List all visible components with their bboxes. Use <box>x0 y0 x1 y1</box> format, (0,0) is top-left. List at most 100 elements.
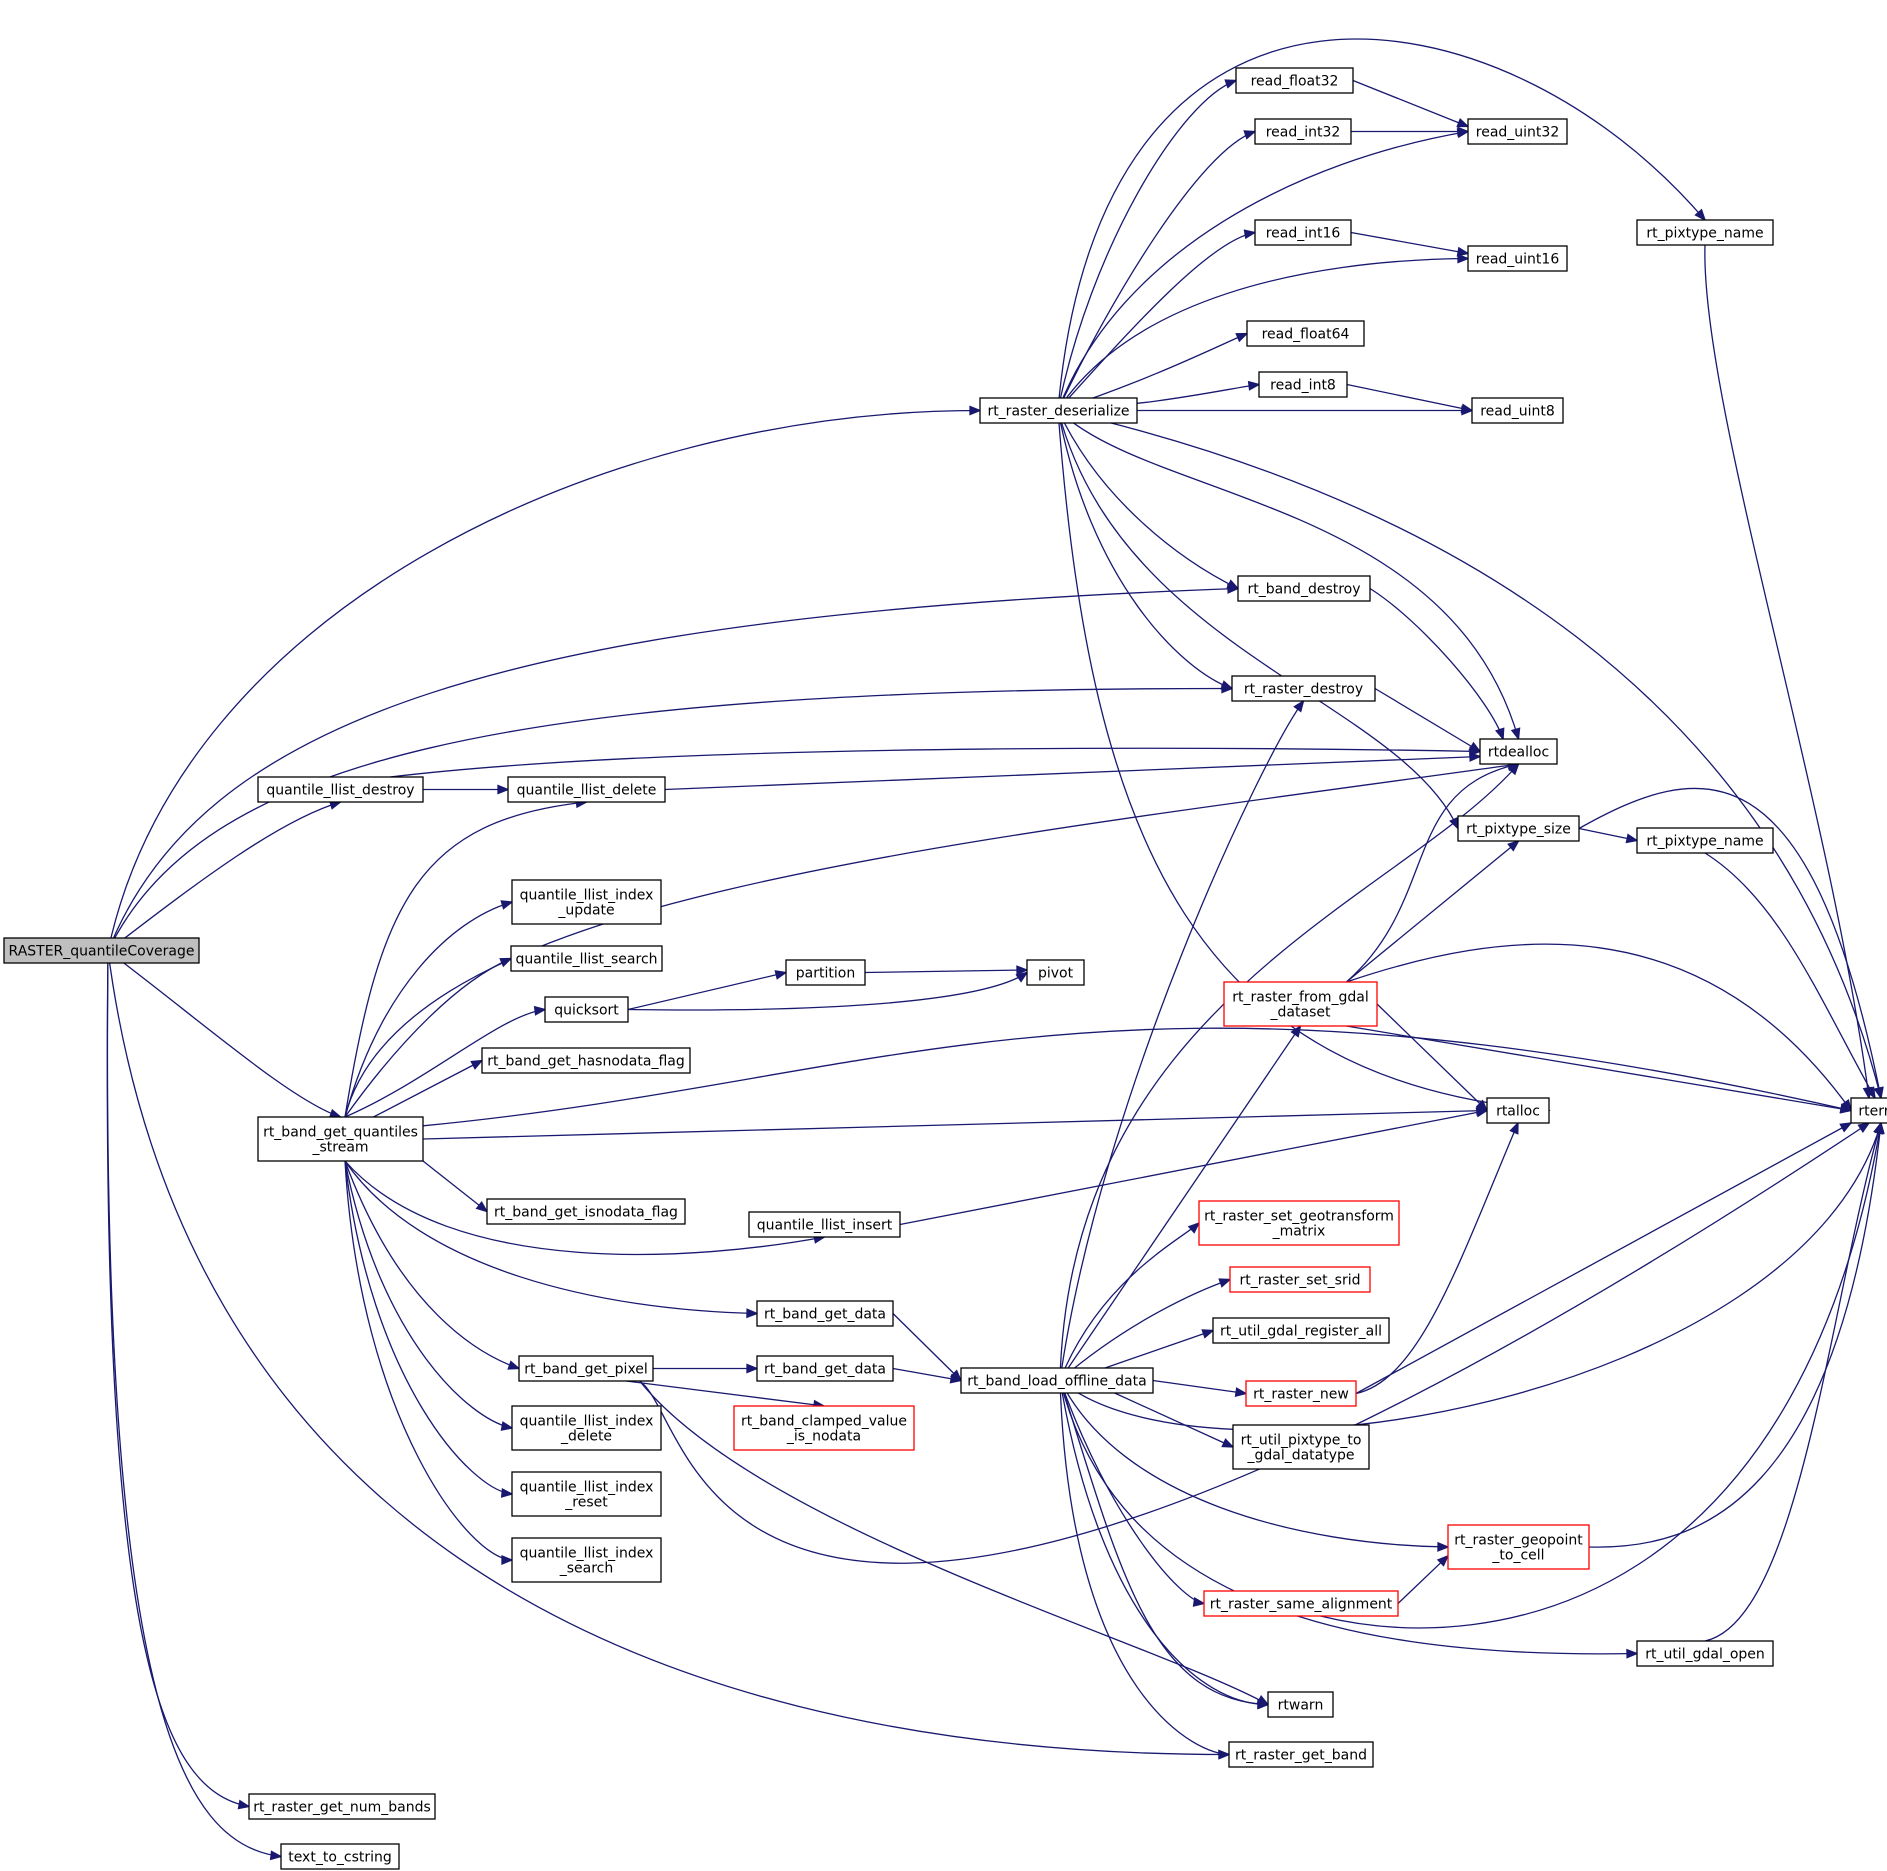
call-edge <box>627 970 788 1011</box>
node-rt-raster-deserialize[interactable]: rt_raster_deserialize <box>979 397 1138 424</box>
node-quantile-llist-index-search[interactable]: quantile_llist_index_search <box>511 1537 662 1583</box>
call-edge-line <box>389 747 1481 778</box>
node-rt-band-clamped-value-is-nodata[interactable]: rt_band_clamped_value_is_nodata <box>733 1405 915 1451</box>
call-edge <box>1320 1121 1885 1629</box>
node-rt-util-pixtype-to-gdal-datatype[interactable]: rt_util_pixtype_to_gdal_datatype <box>1232 1424 1370 1470</box>
node-rt-band-get-data-b[interactable]: rt_band_get_data <box>756 1355 894 1382</box>
node-read-int16[interactable]: read_int16 <box>1254 219 1352 246</box>
call-edge <box>423 784 510 795</box>
node-read-int32[interactable]: read_int32 <box>1254 118 1352 145</box>
node-rt-raster-set-srid[interactable]: rt_raster_set_srid <box>1229 1266 1371 1293</box>
node-rt-raster-destroy[interactable]: rt_raster_destroy <box>1231 675 1376 702</box>
node-box <box>979 397 1138 424</box>
node-read-uint8[interactable]: read_uint8 <box>1471 397 1564 424</box>
call-edge <box>344 1160 759 1319</box>
node-rtdealloc[interactable]: rtdealloc <box>1479 738 1558 765</box>
node-rt-raster-get-band[interactable]: rt_raster_get_band <box>1228 1741 1374 1768</box>
node-rt-raster-new[interactable]: rt_raster_new <box>1245 1380 1357 1407</box>
call-edge <box>1152 1379 1248 1397</box>
node-quantile-llist-index-delete[interactable]: quantile_llist_index_delete <box>511 1405 662 1451</box>
node-label: rt_raster_get_num_bands <box>253 1800 431 1816</box>
node-rt-band-destroy[interactable]: rt_band_destroy <box>1237 575 1371 602</box>
node-rt-util-gdal-open[interactable]: rt_util_gdal_open <box>1636 1640 1774 1667</box>
node-label: quantile_llist_index <box>520 1414 654 1430</box>
node-read-uint32[interactable]: read_uint32 <box>1467 118 1568 145</box>
node-box <box>1245 1380 1357 1407</box>
arrowhead-icon <box>533 1005 547 1016</box>
node-read-uint16[interactable]: read_uint16 <box>1467 245 1568 272</box>
node-label: read_float32 <box>1251 74 1339 90</box>
node-rt-band-get-data-a[interactable]: rt_band_get_data <box>756 1300 894 1327</box>
node-rtwarn[interactable]: rtwarn <box>1267 1691 1334 1718</box>
node-box <box>1228 1741 1374 1768</box>
call-edge <box>422 1105 1489 1140</box>
call-edge <box>639 1122 1871 1564</box>
call-edge <box>899 1107 1489 1226</box>
node-pivot[interactable]: pivot <box>1026 959 1085 986</box>
node-rt-band-get-pixel[interactable]: rt_band_get_pixel <box>518 1355 654 1382</box>
node-read-int8[interactable]: read_int8 <box>1258 371 1348 398</box>
call-edge <box>1057 253 1470 411</box>
node-box <box>544 996 629 1023</box>
node-rt-band-load-offline-data[interactable]: rt_band_load_offline_data <box>960 1367 1154 1394</box>
node-label: _to_cell <box>1491 1548 1544 1564</box>
call-edge-line <box>627 971 787 1011</box>
arrowhead-icon <box>500 1488 514 1498</box>
node-read-float64[interactable]: read_float64 <box>1246 320 1365 347</box>
node-label: RASTER_quantileCoverage <box>9 944 195 960</box>
node-rt-raster-same-alignment[interactable]: rt_raster_same_alignment <box>1203 1590 1399 1617</box>
node-rt-pixtype-name-top[interactable]: rt_pixtype_name <box>1636 219 1774 246</box>
node-quantile-llist-search[interactable]: quantile_llist_search <box>510 945 663 972</box>
call-edge-line <box>1059 1379 1230 1756</box>
node-box <box>1447 1524 1590 1570</box>
node-rt-band-get-hasnodata-flag[interactable]: rt_band_get_hasnodata_flag <box>481 1047 691 1074</box>
node-rt-pixtype-size[interactable]: rt_pixtype_size <box>1457 815 1580 842</box>
node-rt-raster-from-gdal-dataset[interactable]: rt_raster_from_gdal_dataset <box>1223 981 1378 1027</box>
call-edge <box>344 1005 547 1118</box>
call-edge <box>1057 409 1240 590</box>
node-box <box>1457 815 1580 842</box>
node-quicksort[interactable]: quicksort <box>544 996 629 1023</box>
node-box <box>785 959 866 986</box>
node-label: _gdal_datatype <box>1246 1448 1354 1464</box>
node-rt-band-get-quantiles-stream[interactable]: rt_band_get_quantiles_stream <box>257 1116 424 1162</box>
node-label: rt_raster_new <box>1253 1387 1349 1403</box>
call-edge-line <box>1057 409 1459 829</box>
node-quantile-llist-insert[interactable]: quantile_llist_insert <box>748 1211 901 1238</box>
node-quantile-llist-index-reset[interactable]: quantile_llist_index_reset <box>511 1471 662 1517</box>
call-edge <box>1369 587 1505 741</box>
call-edge <box>1104 1329 1215 1369</box>
node-label: read_int32 <box>1266 125 1341 141</box>
call-edge <box>1057 130 1257 411</box>
call-edge <box>1374 687 1482 753</box>
call-edge-line <box>899 1109 1488 1226</box>
node-rt-pixtype-name-mid[interactable]: rt_pixtype_name <box>1636 827 1774 854</box>
node-label: _matrix <box>1272 1224 1326 1240</box>
arrowhead-icon <box>1218 1749 1231 1760</box>
node-quantile-llist-delete[interactable]: quantile_llist_delete <box>507 776 666 803</box>
node-rterror[interactable]: rterror <box>1850 1097 1887 1124</box>
node-rt-raster-set-geotransform-matrix[interactable]: rt_raster_set_geotransform_matrix <box>1198 1200 1400 1246</box>
call-edge-line <box>1152 1379 1247 1395</box>
node-box <box>511 879 662 925</box>
call-edge <box>1057 38 1707 411</box>
node-rt-raster-geopoint-to-cell[interactable]: rt_raster_geopoint_to_cell <box>1447 1524 1590 1570</box>
node-partition[interactable]: partition <box>785 959 866 986</box>
call-edge <box>107 800 343 952</box>
arrowhead-icon <box>1234 1387 1248 1397</box>
node-read-float32[interactable]: read_float32 <box>1235 67 1354 94</box>
node-box <box>1467 245 1568 272</box>
node-rt-util-gdal-register-all[interactable]: rt_util_gdal_register_all <box>1212 1317 1390 1344</box>
node-raster-quantilecoverage[interactable]: RASTER_quantileCoverage <box>3 937 200 964</box>
node-rt-band-get-isnodata-flag[interactable]: rt_band_get_isnodata_flag <box>486 1198 686 1225</box>
node-quantile-llist-destroy[interactable]: quantile_llist_destroy <box>257 776 424 803</box>
call-edge-line <box>639 1380 1269 1706</box>
call-edge <box>344 1160 514 1565</box>
call-edge-line <box>627 971 1028 1011</box>
node-label: rt_band_get_data <box>764 1362 886 1378</box>
node-text-to-cstring[interactable]: text_to_cstring <box>280 1843 400 1870</box>
node-rt-raster-get-num-bands[interactable]: rt_raster_get_num_bands <box>248 1793 436 1820</box>
call-edge <box>1346 383 1474 414</box>
node-rtalloc[interactable]: rtalloc <box>1486 1097 1550 1124</box>
node-quantile-llist-index-update[interactable]: quantile_llist_index_update <box>511 879 662 925</box>
